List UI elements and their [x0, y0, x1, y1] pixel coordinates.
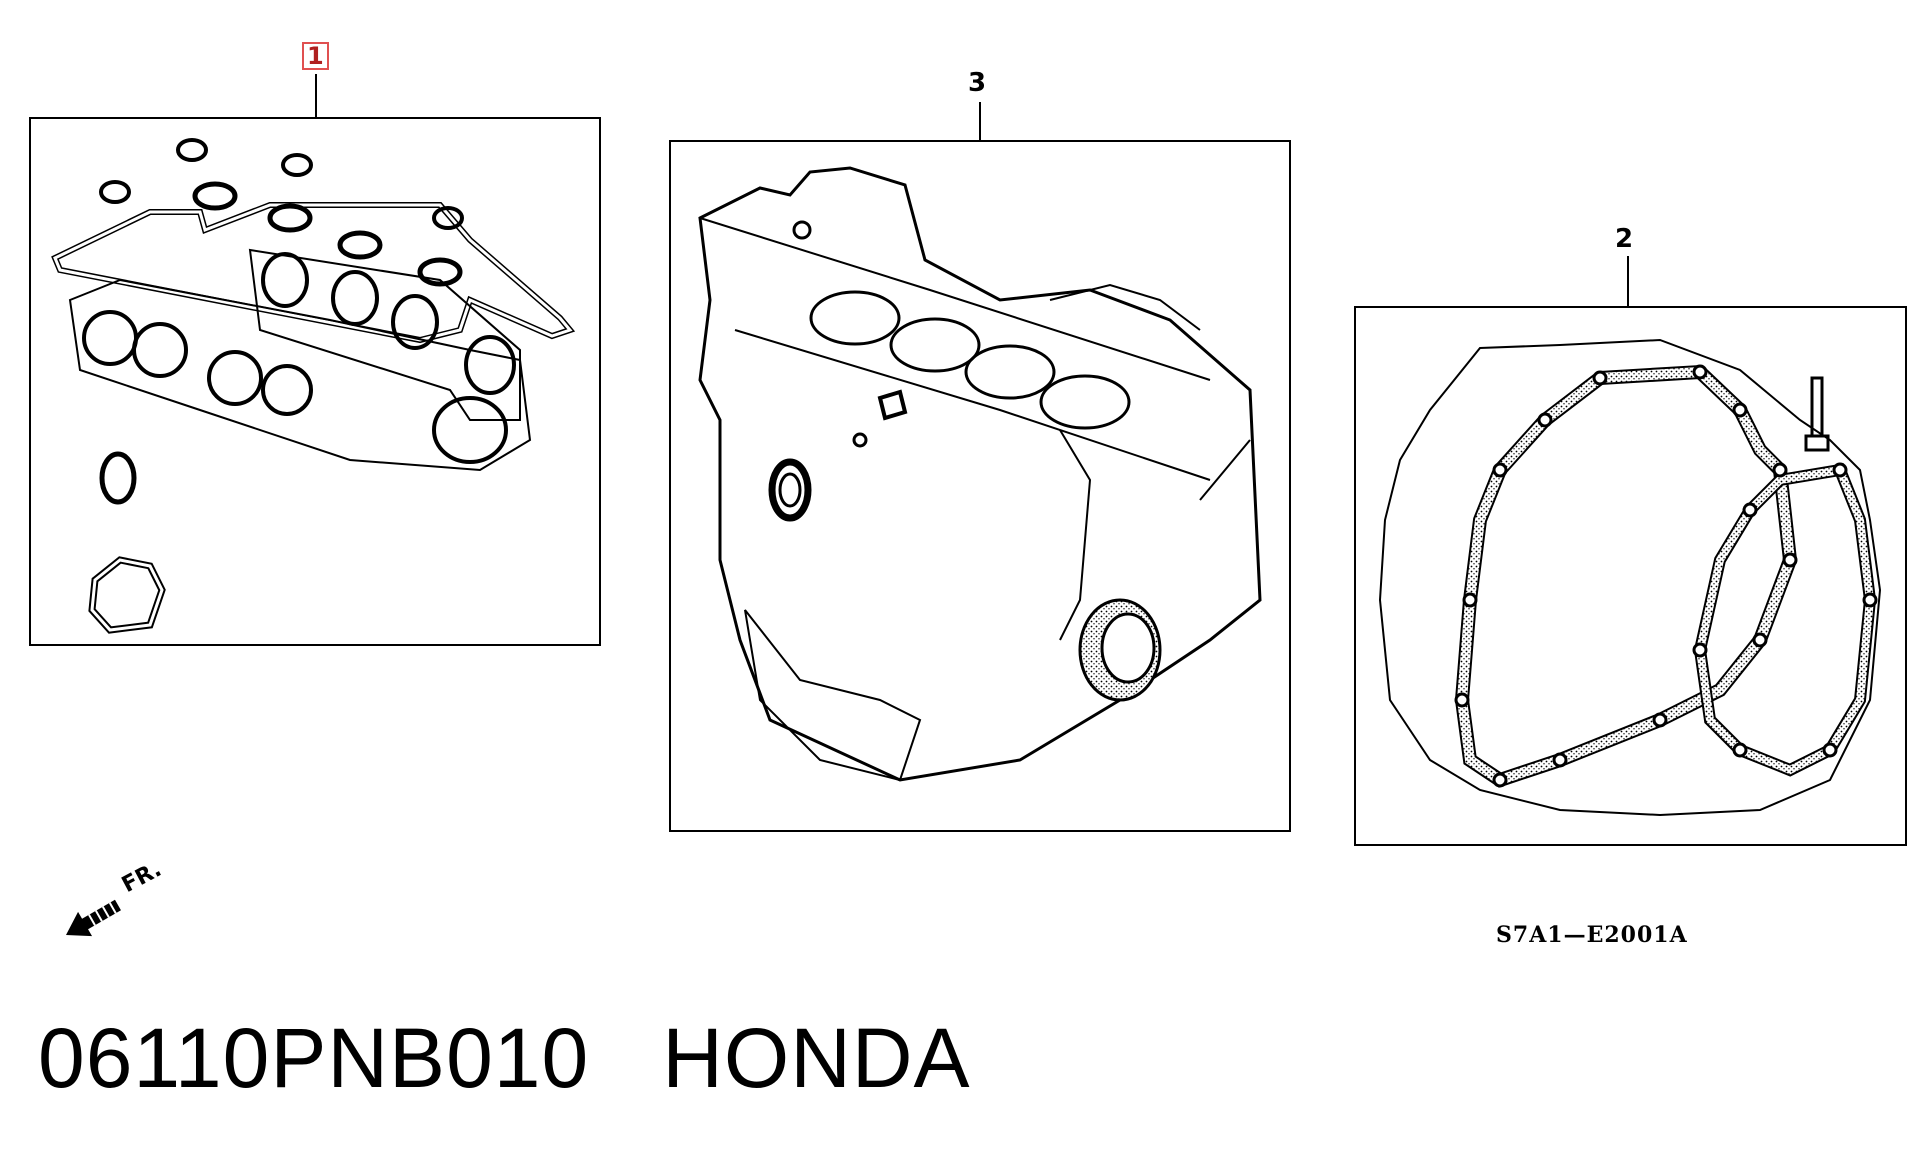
- callout-1[interactable]: 1: [302, 42, 329, 70]
- kit-box-3: [669, 140, 1291, 832]
- front-arrow-icon: [66, 899, 121, 937]
- callout-3[interactable]: 3: [968, 68, 987, 98]
- kit-box-2: [1354, 306, 1907, 846]
- diagram-reference-code: S7A1—E2001A: [1496, 922, 1688, 948]
- part-number-title: 06110PNB010 HONDA: [38, 1011, 971, 1105]
- kit-box-1: [29, 117, 601, 646]
- callout-2[interactable]: 2: [1615, 224, 1634, 254]
